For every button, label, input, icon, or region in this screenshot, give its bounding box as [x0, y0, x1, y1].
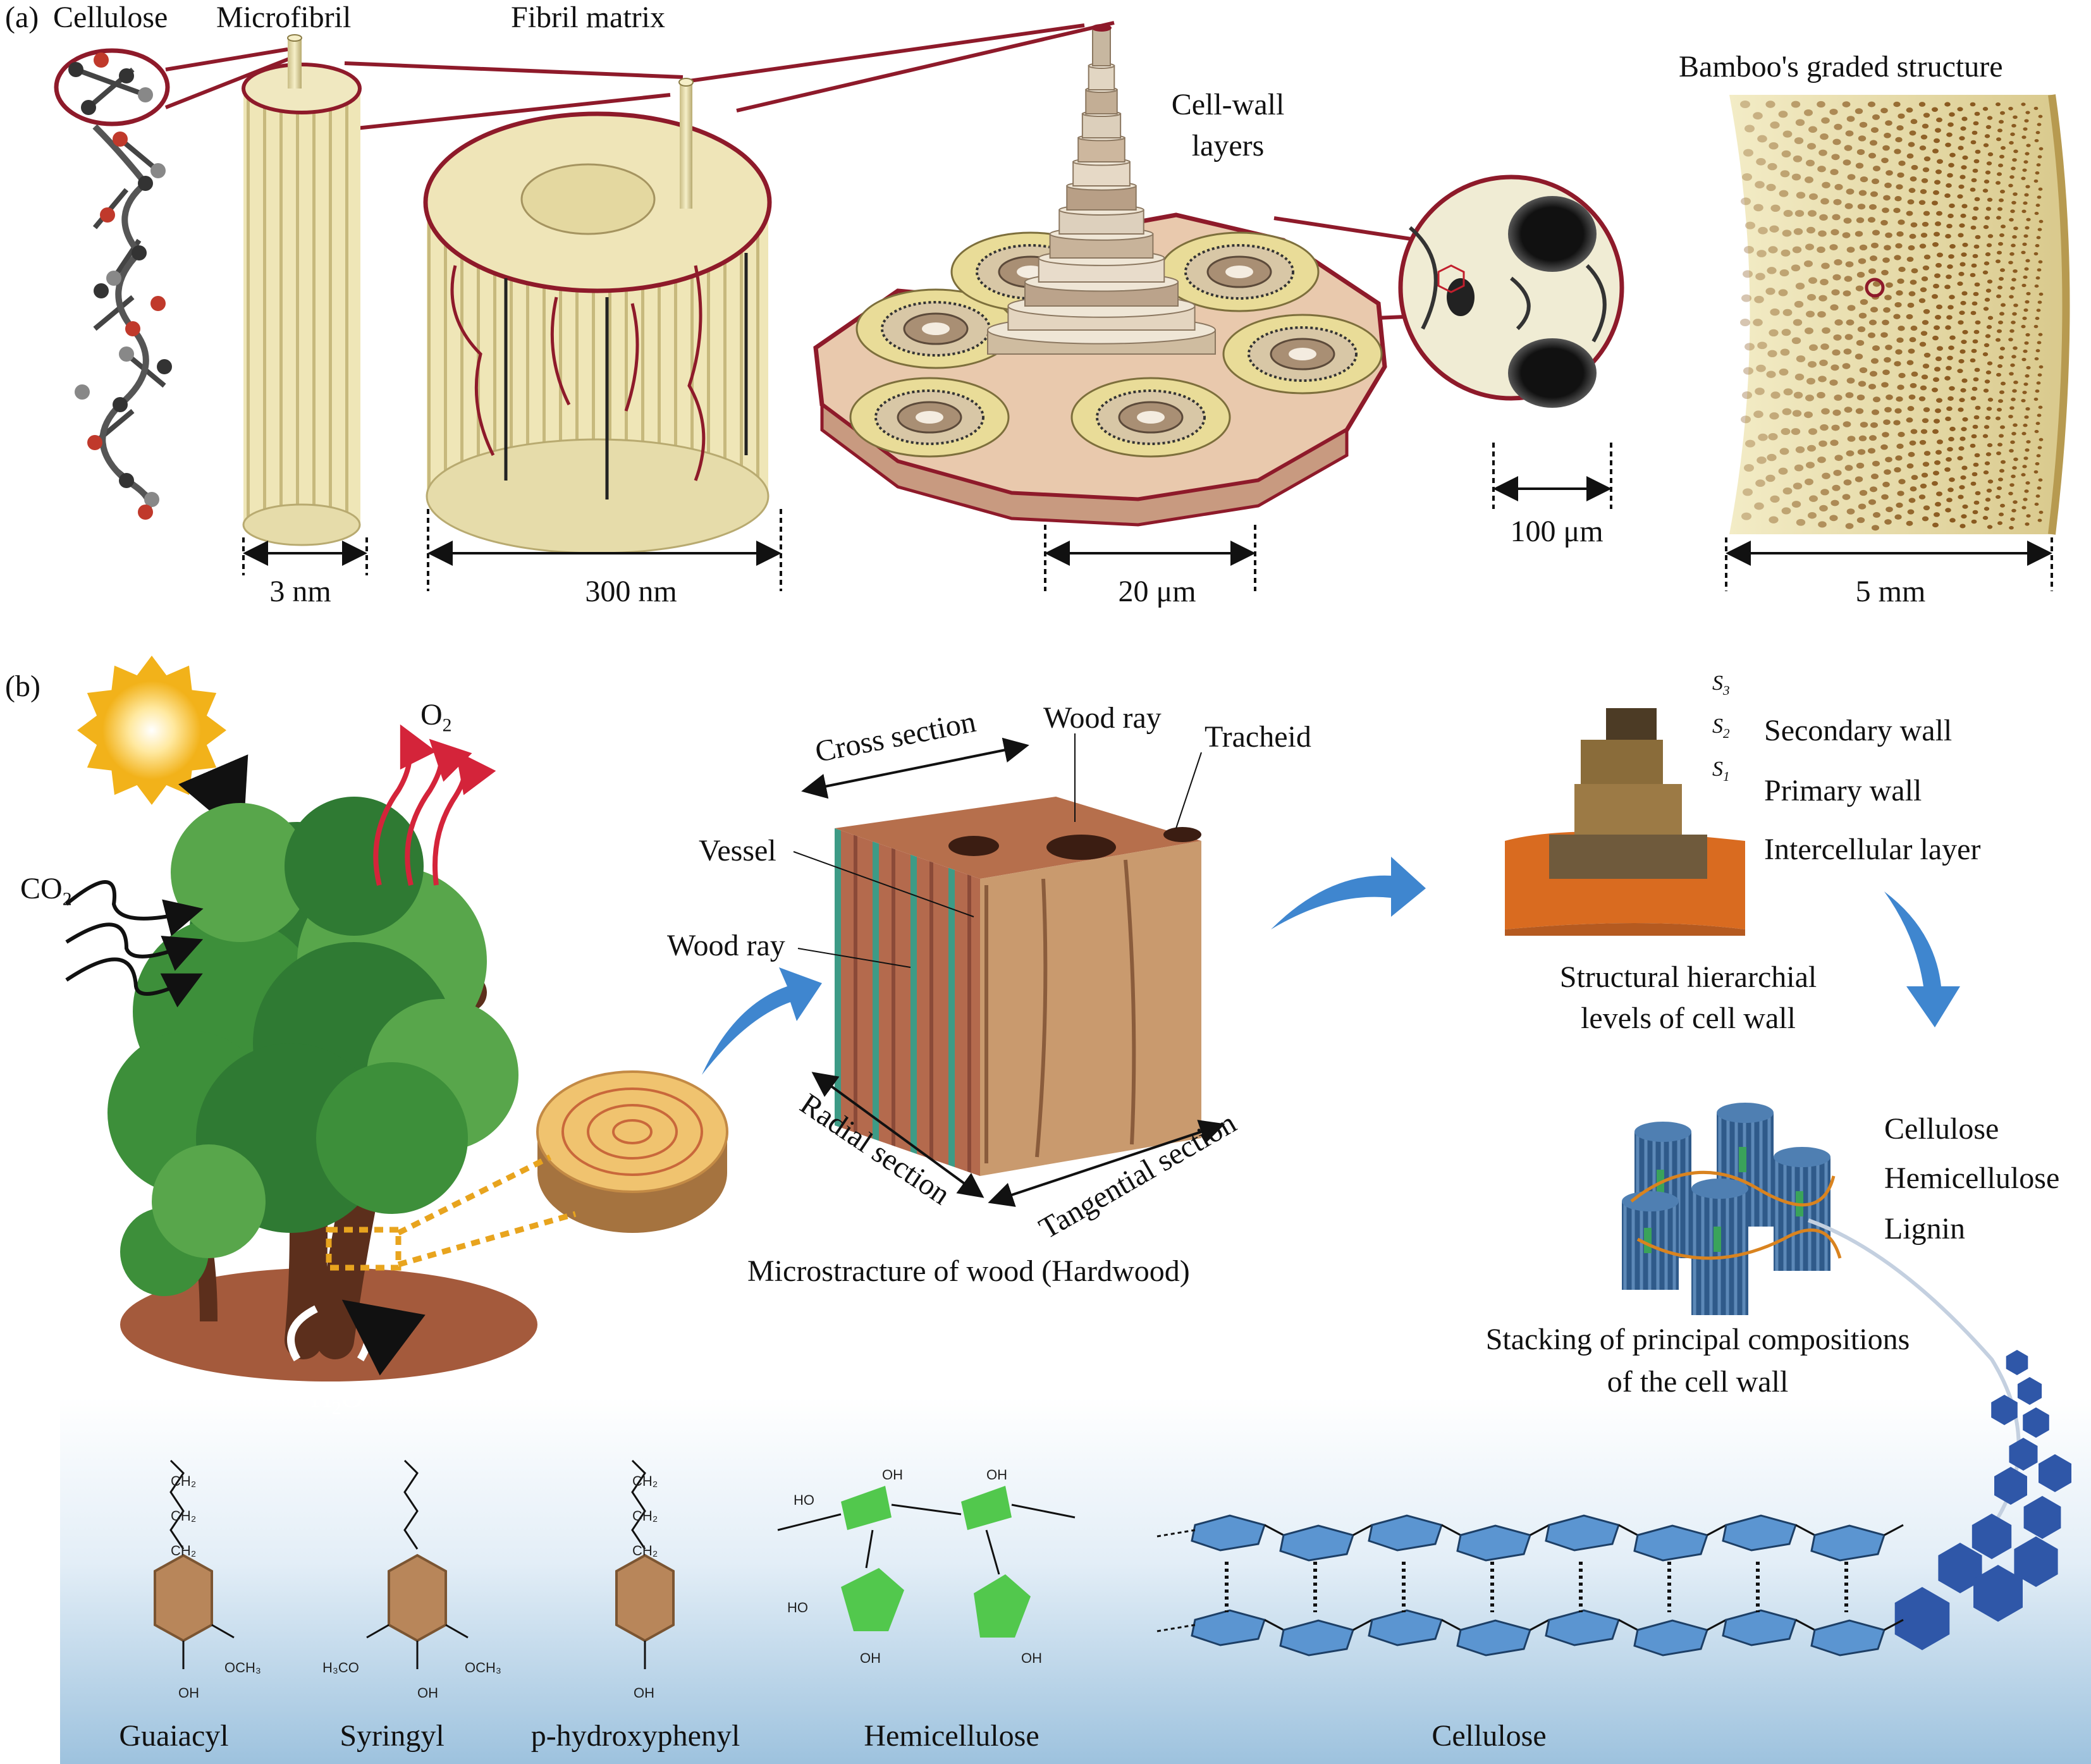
vascular-bundle-circle	[1398, 175, 1624, 408]
scale-label-100um: 100 μm	[1510, 515, 1604, 548]
fibril-matrix-cylinder	[423, 78, 772, 554]
label-stacking-2: of the cell wall	[1607, 1365, 1789, 1399]
cell-wall-discs	[849, 231, 1383, 458]
label-hierarchial-2: levels of cell wall	[1581, 1001, 1796, 1035]
label-s1: S1	[1712, 757, 1730, 784]
oxygen-release-arrows	[373, 724, 496, 886]
co2-intake-arrows	[65, 880, 204, 1008]
label-p-hydroxyphenyl: p-hydroxyphenyl	[530, 1719, 740, 1753]
bamboo-fibers	[1740, 101, 2044, 531]
label-fibril-matrix: Fibril matrix	[511, 1, 665, 34]
chem-ch2-p3: CH₂	[632, 1543, 658, 1559]
microfibril-cylinder	[242, 34, 362, 546]
tree-illustration	[107, 797, 537, 1381]
label-primary-wall: Primary wall	[1764, 774, 1922, 807]
label-hierarchial-1: Structural hierarchial	[1559, 960, 1817, 994]
chem-h3co-s: H₃CO	[322, 1660, 359, 1675]
log-slice	[536, 1070, 728, 1233]
label-s3: S3	[1712, 671, 1730, 698]
scale-label-5mm: 5 mm	[1855, 575, 1926, 608]
label-bamboo-graded: Bamboo's graded structure	[1679, 50, 2003, 83]
scale-bars	[242, 443, 2053, 591]
hemicellulose-molecule	[777, 1486, 1076, 1638]
log-slice-dotted-guide	[326, 1154, 577, 1271]
water-uptake-arrows	[291, 1309, 369, 1359]
label-stacking-1: Stacking of principal compositions	[1485, 1323, 1910, 1356]
scale-label-20um: 20 μm	[1118, 575, 1196, 608]
chem-oh-h3: OH	[860, 1650, 881, 1666]
panel-b-tag: (b)	[5, 670, 40, 703]
label-o2: O2	[420, 698, 452, 736]
label-comp-cellulose: Cellulose	[1884, 1112, 1999, 1146]
label-layers: layers	[1191, 129, 1265, 162]
chem-ch2-p1: CH₂	[632, 1473, 658, 1489]
label-hemicellulose-bottom: Hemicellulose	[864, 1719, 1039, 1753]
chem-oh-h4: OH	[1021, 1650, 1042, 1666]
molecules-background-band	[60, 1397, 2091, 1764]
chem-oh-s: OH	[417, 1685, 438, 1701]
label-guaiacyl: Guaiacyl	[119, 1719, 229, 1753]
sun-icon	[77, 656, 226, 805]
chem-ch2-g1: CH₂	[171, 1473, 197, 1489]
stacking-fibrils	[1622, 1103, 1842, 1315]
scale-label-300nm: 300 nm	[585, 575, 677, 608]
label-comp-hemicellulose: Hemicellulose	[1884, 1161, 2060, 1195]
chem-ch2-g2: CH₂	[171, 1508, 197, 1524]
label-cell-wall: Cell-wall	[1171, 88, 1285, 121]
label-co2: CO2	[20, 872, 72, 910]
chem-ch2-p2: CH₂	[632, 1508, 658, 1524]
blue-process-arrows	[702, 857, 1960, 1075]
chem-oh-h2: OH	[986, 1467, 1007, 1483]
chem-och3-g: OCH₃	[224, 1660, 261, 1675]
label-vessel: Vessel	[699, 834, 776, 867]
label-intercellular-layer: Intercellular layer	[1764, 833, 1981, 866]
scale-label-3nm: 3 nm	[269, 575, 331, 608]
label-tracheid: Tracheid	[1205, 720, 1311, 754]
label-comp-lignin: Lignin	[1884, 1212, 1965, 1246]
chem-ho-h1: HO	[794, 1492, 814, 1508]
label-microstructure: Microstracture of wood (Hardwood)	[747, 1254, 1190, 1288]
cell-wall-layers-stack	[1505, 708, 1745, 936]
chem-oh-p: OH	[634, 1685, 654, 1701]
cellulose-rings	[1156, 1514, 1904, 1657]
chem-ch2-g3: CH₂	[171, 1543, 197, 1559]
label-wood-ray-left: Wood ray	[667, 929, 785, 962]
label-cellulose-bottom: Cellulose	[1432, 1719, 1547, 1753]
chem-och3-s: OCH₃	[465, 1660, 501, 1675]
monolignol-molecules	[154, 1459, 675, 1669]
label-s2: S2	[1712, 714, 1730, 741]
wood-block	[835, 797, 1201, 1176]
chem-ho-h2: HO	[787, 1600, 808, 1615]
wood-block-guides	[793, 733, 1225, 1207]
label-cellulose: Cellulose	[53, 1, 168, 34]
label-h2o: H2O	[310, 1381, 364, 1419]
cellulose-atoms	[68, 52, 172, 520]
chem-oh-g: OH	[178, 1685, 199, 1701]
label-microfibril: Microfibril	[216, 1, 352, 34]
cell-wall-cone	[987, 24, 1216, 355]
hexagon-chain	[1894, 1350, 2071, 1650]
label-syringyl: Syringyl	[340, 1719, 445, 1753]
label-secondary-wall: Secondary wall	[1764, 714, 1953, 747]
panel-a-tag: (a)	[5, 1, 39, 34]
label-wood-ray-top: Wood ray	[1043, 701, 1162, 735]
chem-oh-h1: OH	[882, 1467, 903, 1483]
